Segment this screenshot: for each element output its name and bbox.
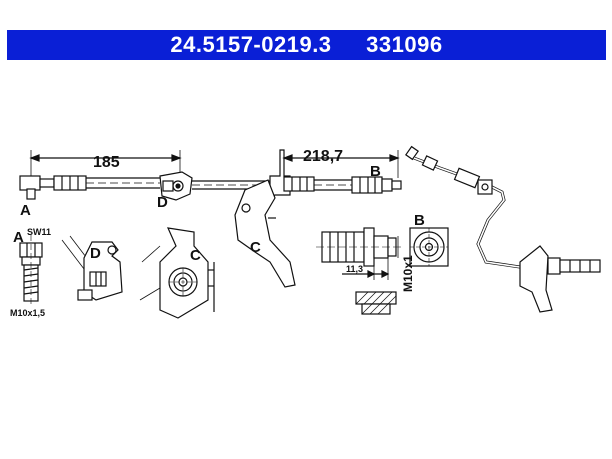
thread-a: M10x1,5 — [10, 308, 45, 318]
part-number: 24.5157-0219.3 — [170, 32, 332, 57]
detail-c-bracket — [139, 227, 215, 319]
dimension-11-3: 11,3 — [346, 264, 363, 274]
label-c-detail: C — [190, 247, 201, 264]
dimension-185: 185 — [93, 154, 120, 171]
crimp-ferrule-middle — [283, 176, 315, 192]
label-c-main: C — [250, 239, 261, 256]
label-b-main: B — [370, 163, 381, 180]
end-fitting-a — [19, 175, 41, 191]
installed-assembly — [405, 145, 601, 313]
mounting-plate-c — [234, 179, 296, 288]
detail-a-fitting — [19, 235, 43, 305]
label-b-detail: B — [414, 212, 425, 229]
detail-d-clip — [61, 235, 123, 301]
wrench-size-a: SW11 — [27, 227, 51, 237]
label-a-main: A — [20, 202, 31, 219]
dimension-218-7: 218,7 — [303, 148, 343, 165]
label-a-detail: A — [13, 229, 24, 246]
header-banner: 24.5157-0219.3 331096 — [7, 30, 606, 60]
header-title: 24.5157-0219.3 331096 — [156, 32, 456, 58]
reference-number: 331096 — [366, 32, 443, 57]
label-d-main: D — [157, 194, 168, 211]
detail-b-fitting — [316, 227, 449, 315]
end-fitting-b — [391, 180, 402, 190]
label-d-detail: D — [90, 245, 101, 262]
main-hose-assembly — [19, 149, 402, 288]
thread-b: M10x1 — [401, 255, 415, 292]
